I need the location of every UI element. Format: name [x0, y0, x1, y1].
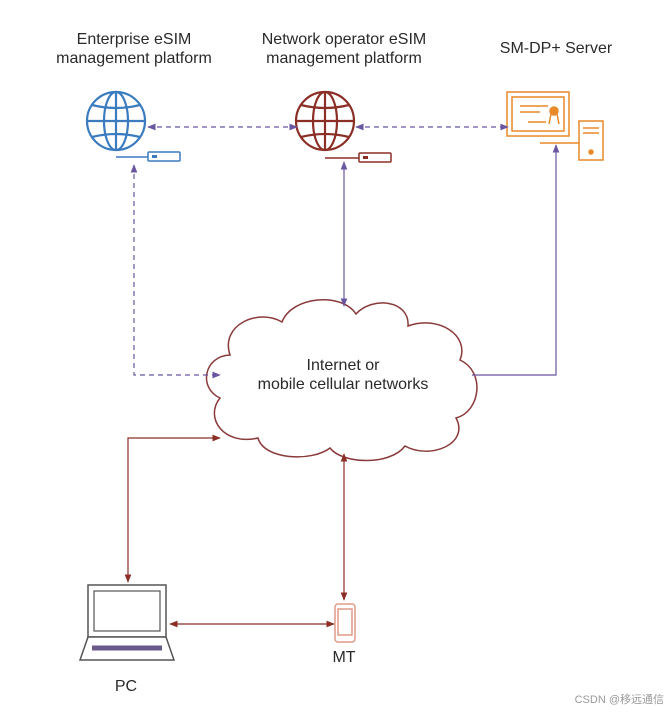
- cloud-label-line2: mobile cellular networks: [257, 376, 429, 393]
- operator-label-line2: management platform: [266, 50, 422, 67]
- link-pc-cloud: [124, 434, 221, 583]
- pc-label: PC: [114, 678, 138, 695]
- cloud-label: Internet or mobile cellular networks: [228, 356, 458, 394]
- laptop-icon: [78, 584, 176, 661]
- link-cloud-smdp: [472, 144, 560, 376]
- link-enterprise-cloud: [130, 164, 221, 379]
- enterprise-globe-icon: [85, 90, 147, 152]
- mt-label: MT: [332, 649, 356, 666]
- operator-server-icon: [325, 152, 392, 163]
- network-cloud: [205, 298, 478, 462]
- watermark: CSDN @移远通信: [574, 694, 664, 706]
- smdp-label: SM-DP+ Server: [499, 40, 613, 57]
- phone-icon: [334, 603, 356, 643]
- enterprise-label-line2: management platform: [56, 50, 212, 67]
- enterprise-label-line1: Enterprise eSIM: [76, 31, 192, 48]
- operator-globe-icon: [294, 90, 356, 152]
- operator-label: Network operator eSIM management platfor…: [234, 30, 454, 68]
- enterprise-server-icon: [116, 151, 181, 162]
- enterprise-label: Enterprise eSIM management platform: [34, 30, 234, 68]
- certificate-server-icon: [506, 91, 604, 161]
- cloud-label-line1: Internet or: [306, 357, 380, 374]
- operator-label-line1: Network operator eSIM: [261, 31, 427, 48]
